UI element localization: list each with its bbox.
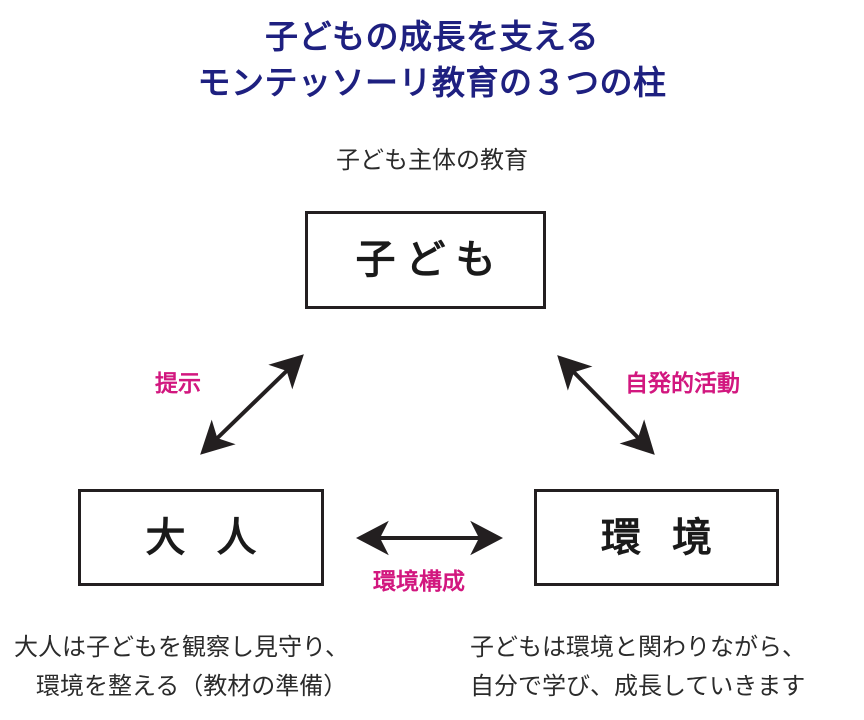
note-child: 子どもは環境と関わりながら、 自分で学び、成長していきます [470, 628, 864, 706]
note-child-line-2: 自分で学び、成長していきます [470, 673, 806, 700]
edge-label-environment-design: 環境構成 [373, 568, 465, 594]
note-adult-line-2: 環境を整える（教材の準備） [36, 673, 348, 700]
node-label-child: 子ども [355, 238, 506, 282]
node-box-environment[interactable]: 環 境 [534, 489, 779, 586]
title-line-1: 子どもの成長を支える [264, 18, 599, 55]
edge-label-presentation: 提示 [155, 370, 201, 396]
arrow-child-adult [200, 354, 304, 455]
page-title: 子どもの成長を支える モンテッソーリ教育の３つの柱 [0, 14, 864, 106]
top-caption: 子ども主体の教育 [336, 147, 528, 174]
node-box-adult[interactable]: 大 人 [78, 489, 324, 586]
node-label-adult: 大 人 [145, 515, 267, 560]
edge-label-spontaneous-activity: 自発的活動 [625, 370, 740, 396]
note-adult-line-1: 大人は子どもを観察し見守り、 [14, 634, 350, 661]
note-child-line-1: 子どもは環境と関わりながら、 [470, 634, 806, 661]
node-box-child[interactable]: 子ども [305, 211, 546, 309]
title-line-2: モンテッソーリ教育の３つの柱 [197, 64, 667, 101]
note-adult: 大人は子どもを観察し見守り、 環境を整える（教材の準備） [14, 628, 434, 706]
node-label-environment: 環 境 [600, 515, 723, 560]
